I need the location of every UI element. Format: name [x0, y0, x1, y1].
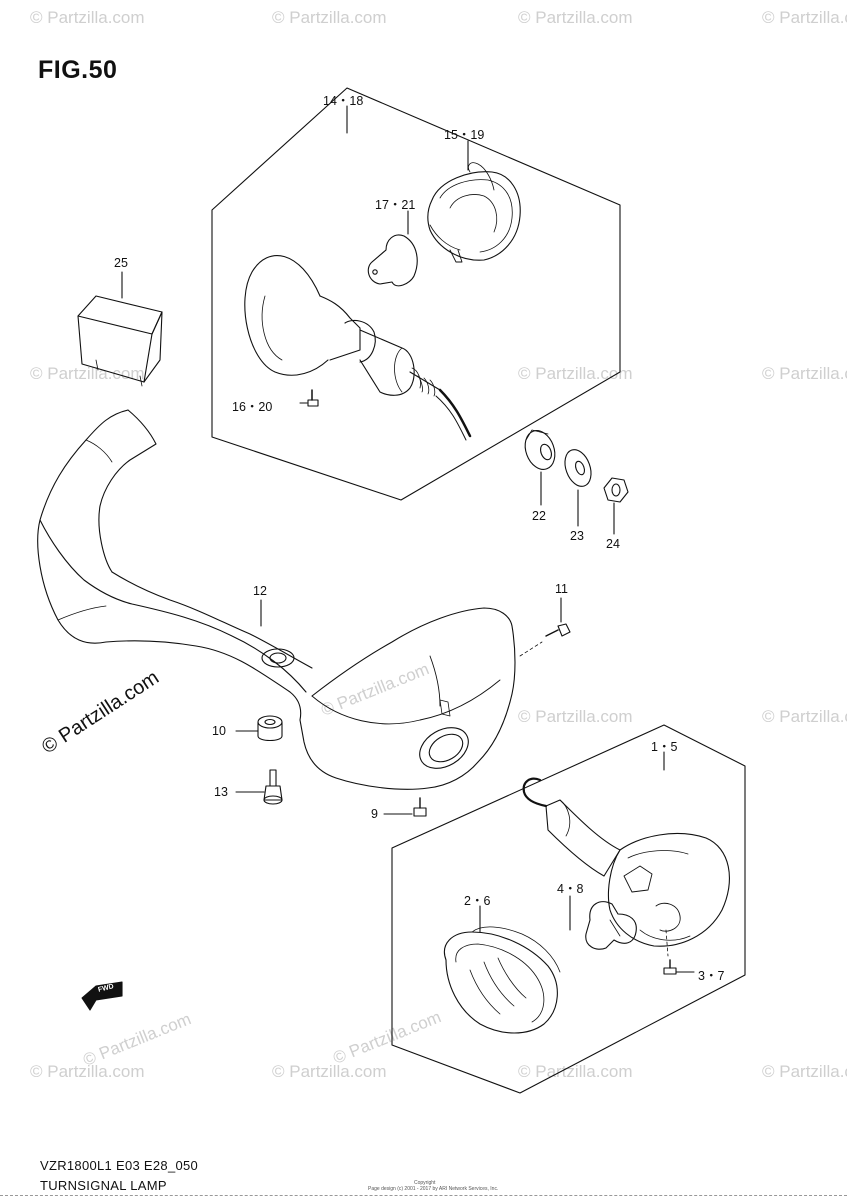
- watermark: © Partzilla.com: [762, 707, 847, 726]
- callout-3-7: 3・7: [698, 969, 725, 983]
- washer-22: [524, 429, 556, 506]
- bottom-border: [0, 1195, 847, 1196]
- watermark: © Partzilla.com: [518, 364, 633, 383]
- figure-title: FIG.50: [38, 56, 118, 84]
- callout-4-8: 4・8: [557, 882, 584, 896]
- watermark: © Partzilla.com: [518, 707, 633, 726]
- grommet-10: [235, 715, 283, 742]
- copyright-line1: Copyright: [414, 1180, 436, 1186]
- watermark: © Partzilla.com: [518, 8, 633, 27]
- callout-17-21: 17・21: [375, 198, 416, 212]
- callout-25: 25: [114, 256, 128, 270]
- screw-11: [519, 597, 571, 657]
- callout-23: 23: [570, 529, 584, 543]
- figure-code: VZR1800L1 E03 E28_050: [40, 1158, 199, 1173]
- screw-3-7: [663, 929, 695, 975]
- screw-16-20: [299, 389, 319, 407]
- washer-23: [564, 449, 592, 527]
- callout-9: 9: [371, 807, 378, 821]
- figure-name: TURNSIGNAL LAMP: [40, 1178, 167, 1193]
- lower-bulb: [569, 895, 637, 950]
- lower-lamp-shell: [522, 777, 730, 947]
- lower-lens: [444, 905, 561, 1034]
- watermark: © Partzilla.com: [762, 8, 847, 27]
- fwd-arrow-icon: [81, 981, 123, 1011]
- copyright-line2: Page design (c) 2001 - 2017 by ARI Netwo…: [368, 1186, 499, 1192]
- bracket-hole: [261, 648, 295, 668]
- relay-25: [77, 271, 163, 387]
- screw-9: [383, 797, 427, 817]
- watermark: © Partzilla.com: [30, 364, 145, 383]
- lower-assembly-outline: [391, 724, 746, 1094]
- bolt-13: [235, 769, 283, 805]
- callout-15-19: 15・19: [444, 128, 485, 142]
- callout-22: 22: [532, 509, 546, 523]
- callout-2-6: 2・6: [464, 894, 491, 908]
- callout-13: 13: [214, 785, 228, 799]
- callout-14-18: 14・18: [323, 94, 364, 108]
- watermark: © Partzilla.com: [272, 8, 387, 27]
- callout-12: 12: [253, 584, 267, 598]
- watermark: © Partzilla.com: [518, 1062, 633, 1081]
- bracket-12: [37, 409, 516, 790]
- callout-10: 10: [212, 724, 226, 738]
- watermark: © Partzilla.com: [762, 364, 847, 383]
- upper-lamp-shell: [244, 255, 472, 441]
- callout-24: 24: [606, 537, 620, 551]
- watermark: © Partzilla.com: [30, 1062, 145, 1081]
- watermark: © Partzilla.com: [272, 1062, 387, 1081]
- nut-24: [603, 477, 629, 535]
- watermark: © Partzilla.com: [762, 1062, 847, 1081]
- callout-11: 11: [555, 582, 568, 596]
- callout-16-20: 16・20: [232, 400, 273, 414]
- upper-assembly-outline: [211, 87, 621, 501]
- upper-bulb: [367, 210, 418, 287]
- watermark: © Partzilla.com: [30, 8, 145, 27]
- callout-1-5: 1・5: [651, 740, 678, 754]
- upper-lens: [427, 140, 521, 263]
